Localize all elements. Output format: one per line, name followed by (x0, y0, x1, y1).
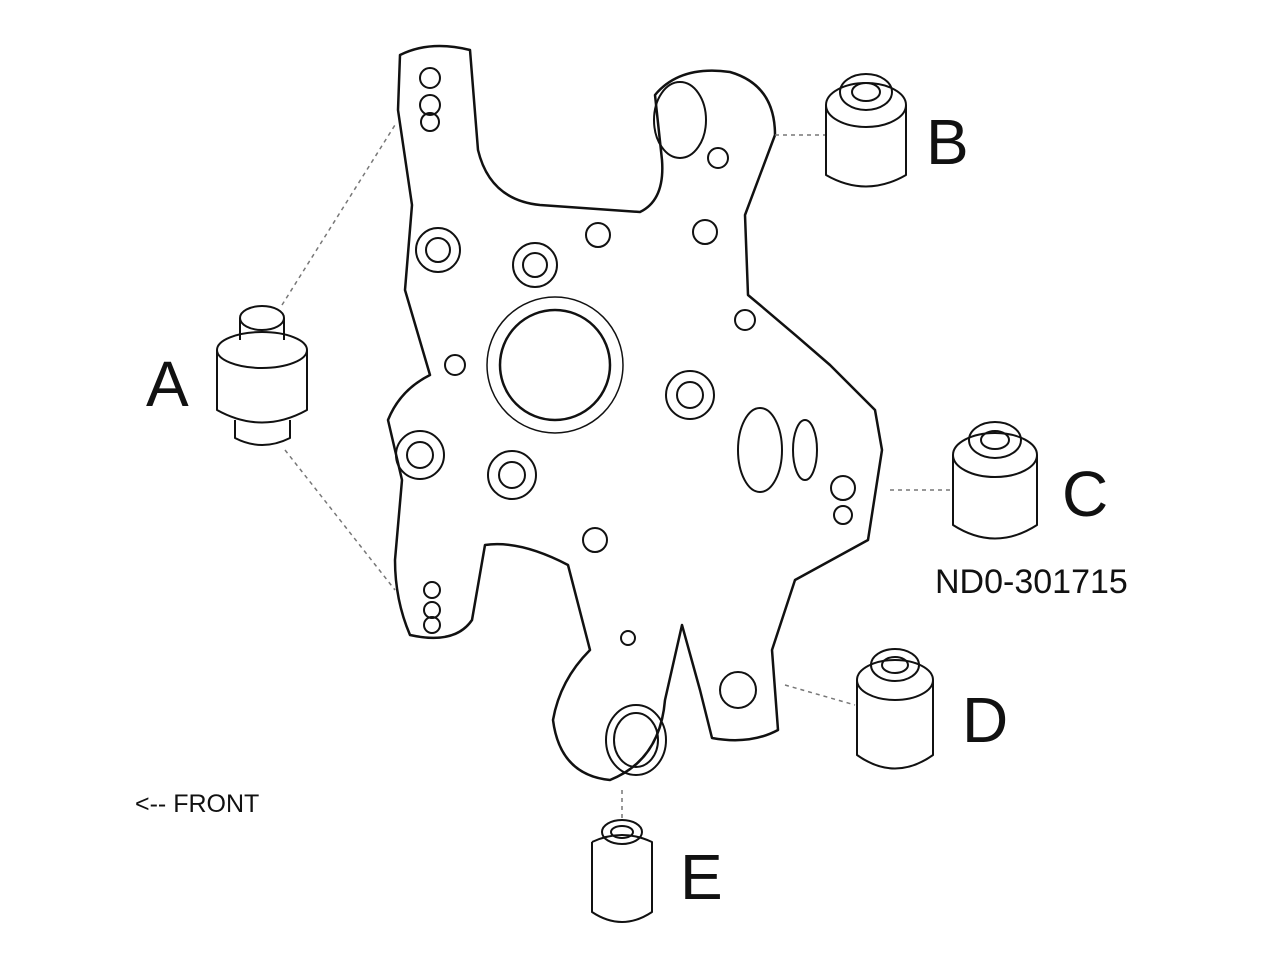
bushing-d (856, 648, 934, 770)
knuckle-outline (386, 44, 884, 782)
label-b: B (926, 106, 969, 178)
bushing-b (825, 73, 907, 188)
bushing-e (591, 819, 653, 923)
label-d: D (962, 684, 1009, 756)
front-direction-note: <-- FRONT (135, 790, 260, 818)
label-e: E (680, 841, 723, 913)
leader-lines (281, 124, 950, 820)
knuckle-holes (395, 67, 856, 776)
bushing-c (952, 421, 1038, 540)
bushing-a (216, 305, 308, 446)
label-a: A (146, 348, 189, 420)
label-c: C (1062, 458, 1109, 530)
part-number: ND0-301715 (935, 563, 1128, 601)
